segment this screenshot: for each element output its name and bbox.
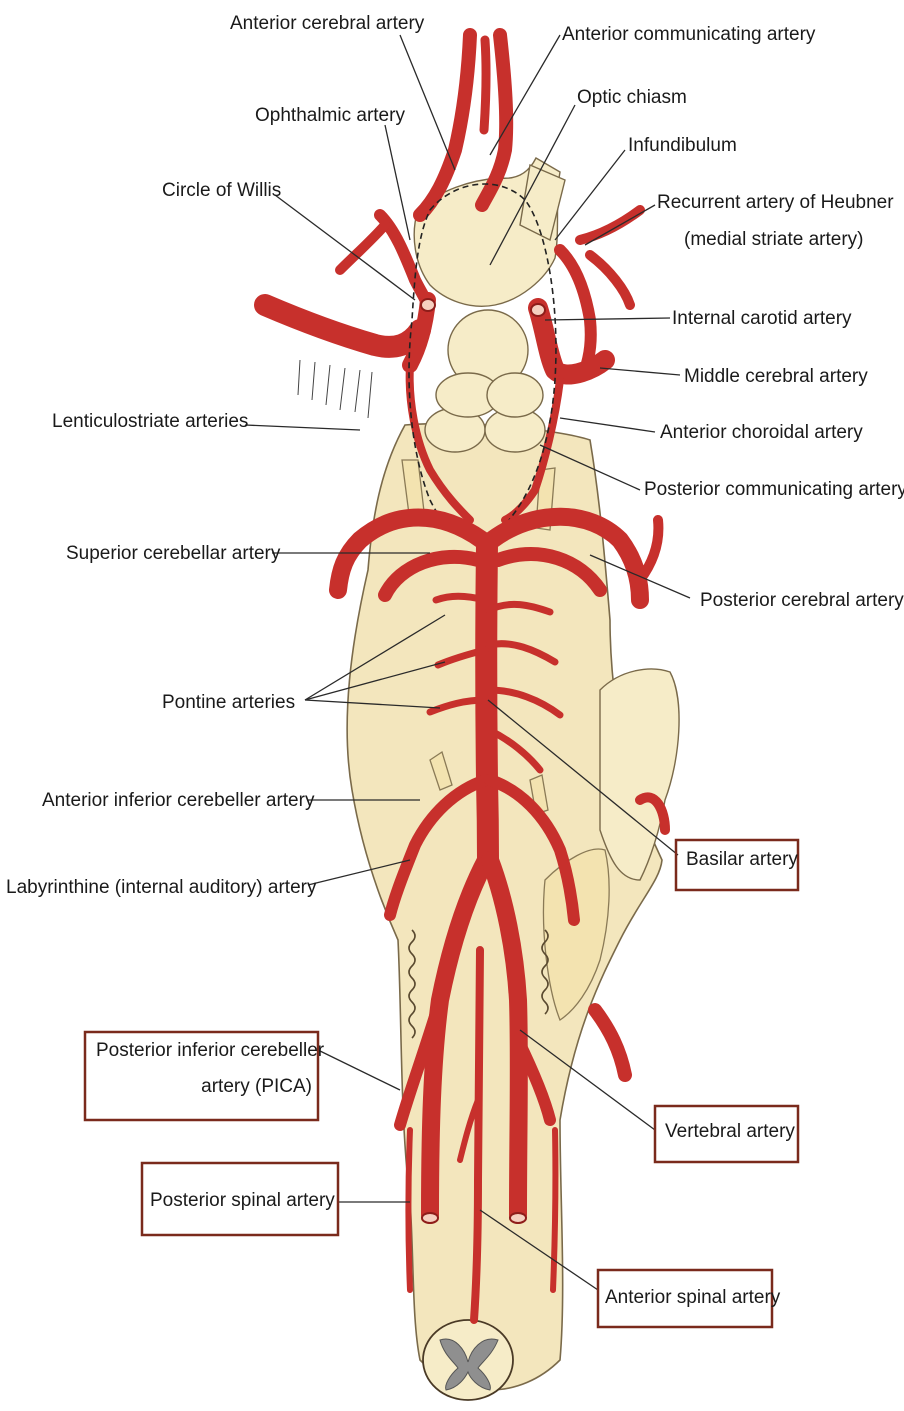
spinal-cord-section (423, 1320, 513, 1400)
label-vertebral-artery: Vertebral artery (665, 1121, 795, 1142)
pontine-branch-1 (436, 596, 485, 600)
label-labyrinthine-artery: Labyrinthine (internal auditory) artery (6, 877, 317, 898)
middle-cerebral-artery-right (560, 250, 591, 370)
vertebral-left-cut (422, 1213, 438, 1223)
ica-left-cut (421, 299, 435, 311)
label-anterior-spinal-artery: Anterior spinal artery (605, 1287, 781, 1308)
heubner-right-branch (590, 255, 630, 305)
mammillary-lower-right (487, 373, 543, 417)
leader-circle-of-willis (275, 195, 415, 300)
posterior-spinal-right (553, 1130, 555, 1290)
label-circle-of-willis: Circle of Willis (162, 180, 281, 201)
heubner-left (340, 225, 385, 270)
leader-lenticulostriate (245, 425, 360, 430)
vertebral-right-cut (510, 1213, 526, 1223)
posterior-spinal-left (409, 1130, 411, 1290)
label-posterior-communicating-artery: Posterior communicating artery (644, 479, 904, 500)
heubner-right (580, 210, 640, 240)
posterior-cerebral-right-branch (640, 520, 658, 580)
label-internal-carotid-artery: Internal carotid artery (672, 308, 852, 329)
label-anterior-communicating-artery: Anterior communicating artery (562, 24, 816, 45)
label-ophthalmic-artery: Ophthalmic artery (255, 105, 405, 126)
label-heubner-line2: (medial striate artery) (684, 229, 864, 250)
middle-cerebral-artery-left (265, 305, 420, 347)
label-lenticulostriate-arteries: Lenticulostriate arteries (52, 411, 248, 432)
vertebral-right-exit (595, 1010, 625, 1075)
cerebellar-flap (600, 669, 679, 880)
ica-right-cut (531, 304, 545, 316)
label-pontine-arteries: Pontine arteries (162, 692, 295, 713)
label-anterior-choroidal-artery: Anterior choroidal artery (660, 422, 863, 443)
label-pica-line1: Posterior inferior cerebeller (96, 1040, 325, 1061)
label-optic-chiasm: Optic chiasm (577, 87, 687, 108)
label-pica-line2: artery (PICA) (201, 1076, 312, 1097)
leader-anterior-choroidal (560, 418, 655, 432)
label-heubner-line1: Recurrent artery of Heubner (657, 192, 894, 213)
anterior-cerebral-branch (484, 40, 486, 130)
leader-pica (318, 1050, 400, 1090)
label-infundibulum: Infundibulum (628, 135, 737, 156)
leader-anterior-cerebral (400, 35, 455, 170)
label-basilar-artery: Basilar artery (686, 849, 798, 870)
label-anterior-cerebral-artery: Anterior cerebral artery (230, 13, 425, 34)
label-aica: Anterior inferior cerebeller artery (42, 790, 315, 811)
label-superior-cerebellar-artery: Superior cerebellar artery (66, 543, 281, 564)
cranial-nerve-bundle (543, 849, 609, 1020)
label-posterior-spinal-artery: Posterior spinal artery (150, 1190, 335, 1211)
label-middle-cerebral-artery: Middle cerebral artery (684, 366, 868, 387)
label-posterior-cerebral-artery: Posterior cerebral artery (700, 590, 904, 611)
leader-middle-cerebral (600, 368, 680, 375)
lenticulostriate-lines (298, 360, 372, 418)
leader-heubner (585, 205, 655, 245)
leader-internal-carotid (545, 318, 670, 320)
